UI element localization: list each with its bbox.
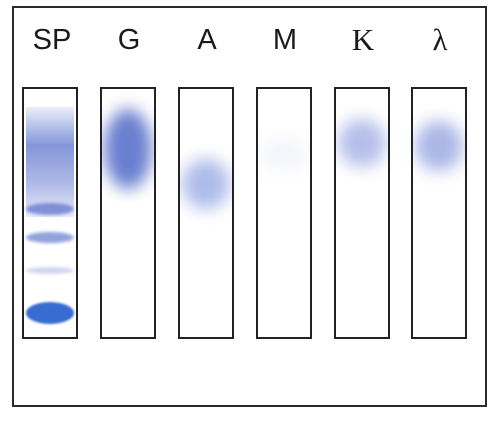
iga-band bbox=[182, 159, 230, 209]
lane-iga bbox=[178, 87, 234, 339]
lambda-band bbox=[415, 121, 463, 171]
lane-igm bbox=[256, 87, 312, 339]
igg-band bbox=[104, 109, 152, 189]
beta-band bbox=[26, 203, 74, 215]
lane-label-a: A bbox=[197, 24, 217, 56]
alpha1-band bbox=[26, 267, 74, 274]
lane-lambda bbox=[411, 87, 467, 339]
lane-label-m: M bbox=[272, 24, 298, 56]
lane-kappa bbox=[334, 87, 390, 339]
albumin-band bbox=[26, 302, 74, 324]
igm-faint-band bbox=[260, 139, 308, 169]
lane-sp bbox=[22, 87, 78, 339]
lane-label-lambda: λ bbox=[432, 22, 448, 57]
gamma-region-band bbox=[26, 107, 74, 217]
lane-label-kappa: K bbox=[351, 22, 375, 57]
lane-label-sp: SP bbox=[32, 24, 72, 56]
kappa-band bbox=[338, 119, 386, 167]
electrophoresis-panel bbox=[12, 6, 487, 407]
lane-igg bbox=[100, 87, 156, 339]
lane-label-g: G bbox=[117, 24, 141, 56]
alpha2-band bbox=[26, 232, 74, 243]
